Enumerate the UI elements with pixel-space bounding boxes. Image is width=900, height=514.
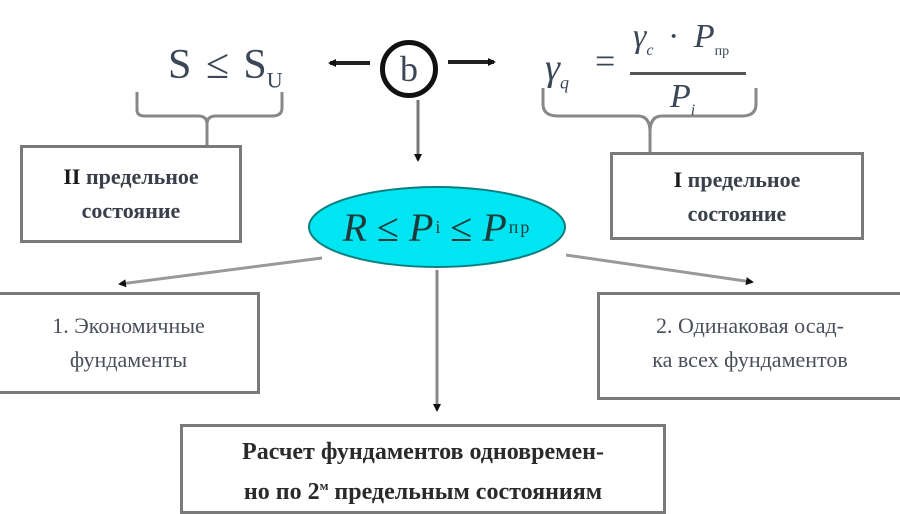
equal-settlement-box: 2. Одинаковая осад- ка всех фундаментов [597,292,900,400]
safety-factor-formula: γq = γc · Pпр Pi [545,18,805,119]
economical-foundations-box: 1. Экономичные фундаменты [0,292,260,394]
first-limit-state-box: I предельное состояние [610,152,864,240]
arrow-ellipse-to-right [565,253,754,286]
conclusion-box: Расчет фундаментов одновремен- но по 2м … [180,424,666,514]
settlement-formula: S ≤ SU [168,42,283,93]
node-b-label: b [400,49,418,89]
second-limit-state-box: II предельное состояние [20,145,242,243]
node-b-circle: b [380,40,438,98]
condition-ellipse [308,186,566,268]
connectors [118,58,758,412]
arrow-ellipse-to-left [118,256,323,288]
fraction-bar [630,72,746,75]
